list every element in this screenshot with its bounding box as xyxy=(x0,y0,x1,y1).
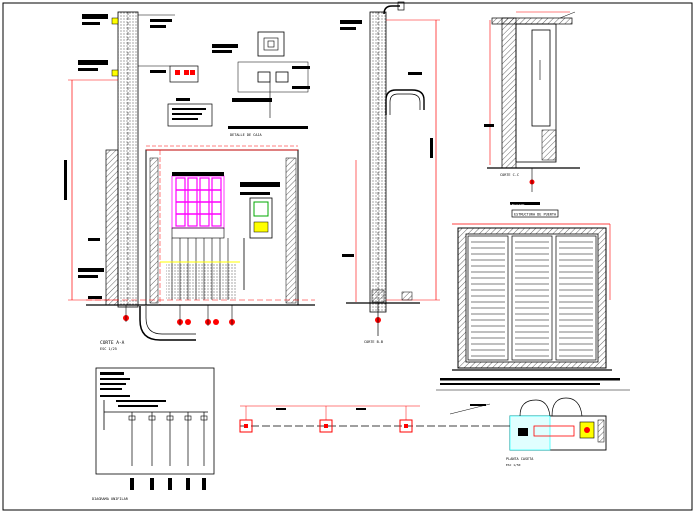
pole-section-view: CORTE B-B xyxy=(340,1,440,344)
side-section-title: CORTE C-C xyxy=(500,173,519,177)
gate-leaf-3 xyxy=(555,235,597,361)
detail-box-title: DETALLE DE CAJA xyxy=(230,133,263,137)
junction-box-detail xyxy=(257,31,285,57)
breaker-symbol xyxy=(184,415,192,421)
meter-bank xyxy=(171,172,225,239)
breaker-symbol xyxy=(200,415,208,421)
feeder-label-block xyxy=(130,478,134,490)
pole-section-title: CORTE B-B xyxy=(364,340,383,344)
single-line-diagram: DIAGRAMA UNIFILAR xyxy=(92,367,215,501)
conduit-elbow xyxy=(139,306,196,341)
feeder-label-block xyxy=(202,478,206,490)
feeder-label-block xyxy=(168,478,172,490)
main-elevation-subtitle: ESC 1/25 xyxy=(100,347,117,351)
gate-elevation-view: ESTRUCTURA DE PUERTA ELEVACION xyxy=(436,202,630,391)
feeder-label-block xyxy=(150,478,154,490)
underground-route xyxy=(239,403,500,433)
gate-leaf-1 xyxy=(467,235,509,361)
side-wall xyxy=(501,17,517,169)
gate-elevation-title: ELEVACION xyxy=(508,203,524,207)
gate-leaf-2 xyxy=(511,235,553,361)
breaker-symbol xyxy=(128,415,136,421)
main-elevation-view: CORTE A-A ESC 1/25 xyxy=(64,11,315,351)
main-elevation-title: CORTE A-A xyxy=(100,340,125,346)
single-line-frame xyxy=(95,367,215,475)
sheet-border xyxy=(2,2,693,511)
breaker-symbol xyxy=(148,415,156,421)
detail-box-view: DETALLE DE CAJA xyxy=(167,31,310,137)
breaker-symbol xyxy=(166,415,174,421)
plan-view-title: PLANTA CASETA xyxy=(506,457,534,461)
plan-view-subtitle: ESC 1/50 xyxy=(506,463,521,467)
gate-louvers xyxy=(471,241,593,357)
plan-view: PLANTA CASETA ESC 1/50 xyxy=(500,397,607,467)
breaker-panel xyxy=(249,197,273,239)
gate-tag: ESTRUCTURA DE PUERTA xyxy=(514,213,557,217)
single-line-title: DIAGRAMA UNIFILAR xyxy=(92,497,129,501)
side-section-view: CORTE C-C xyxy=(484,11,580,192)
side-cabinet-door xyxy=(531,29,551,127)
feeder-label-block xyxy=(186,478,190,490)
left-wall xyxy=(105,149,119,306)
single-line-branches xyxy=(128,412,208,490)
